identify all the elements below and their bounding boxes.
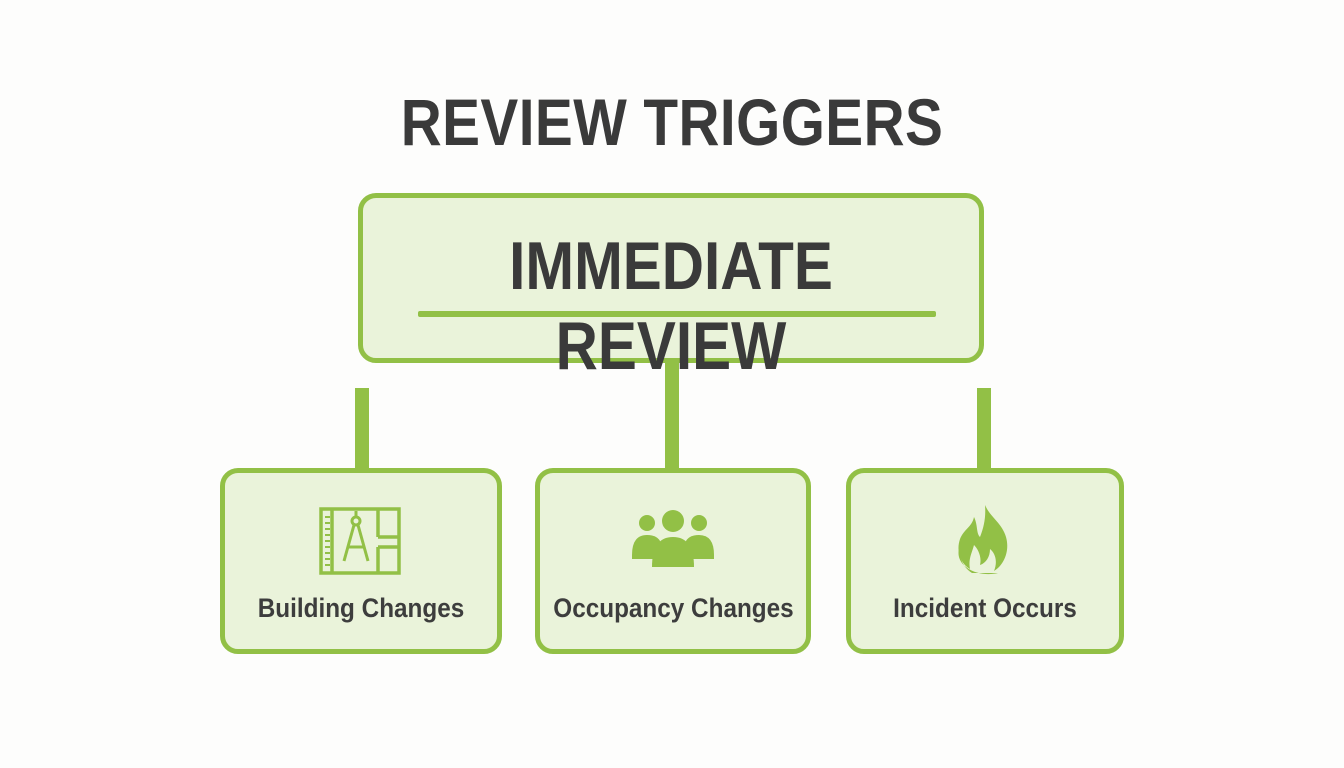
child-node-label: Incident Occurs [893, 593, 1077, 623]
connector-left [355, 388, 369, 470]
child-node-occupancy-changes: Occupancy Changes [535, 468, 811, 654]
flame-icon [958, 505, 1008, 575]
root-node-label: IMMEDIATE REVIEW [509, 228, 833, 384]
people-group-icon [632, 510, 714, 567]
blueprint-compass-icon [319, 507, 401, 575]
child-node-label: Building Changes [257, 593, 465, 623]
connector-right [977, 388, 991, 470]
connector-center [665, 362, 679, 470]
root-node-immediate-review: IMMEDIATE REVIEW [358, 193, 984, 384]
child-node-building-changes: Building Changes [220, 468, 502, 654]
root-underline [418, 311, 936, 317]
child-node-incident-occurs: Incident Occurs [846, 468, 1124, 654]
page-title: REVIEW TRIGGERS [400, 85, 944, 159]
child-node-label: Occupancy Changes [553, 593, 794, 623]
